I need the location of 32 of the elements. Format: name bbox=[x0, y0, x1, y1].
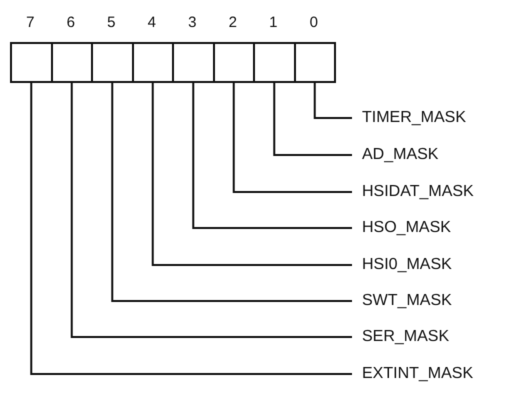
field-label: HSO_MASK bbox=[362, 218, 451, 238]
field-label: SWT_MASK bbox=[362, 291, 452, 311]
leader-line bbox=[111, 83, 352, 302]
bit-number: 3 bbox=[187, 14, 198, 32]
bit-cell bbox=[91, 42, 134, 83]
leader-line bbox=[30, 83, 352, 375]
bit-number: 1 bbox=[268, 14, 278, 32]
field-label: TIMER_MASK bbox=[362, 108, 466, 128]
bit-number: 2 bbox=[228, 14, 238, 32]
bit-cell bbox=[172, 42, 214, 83]
field-label: EXTINT_MASK bbox=[362, 364, 474, 384]
leader-line bbox=[70, 83, 352, 338]
field-label: AD_MASK bbox=[362, 145, 438, 165]
bit-number: 6 bbox=[66, 14, 76, 32]
field-label: HSIDAT_MASK bbox=[362, 182, 474, 202]
bit-number: 5 bbox=[106, 14, 116, 32]
bit-cell bbox=[10, 42, 52, 83]
field-label: HSI0_MASK bbox=[362, 255, 452, 275]
field-label: SER_MASK bbox=[362, 327, 450, 347]
bit-cell bbox=[132, 42, 174, 83]
leader-line bbox=[273, 83, 352, 156]
bit-number: 4 bbox=[146, 14, 157, 32]
bit-cell bbox=[212, 42, 255, 83]
leader-line bbox=[192, 83, 352, 229]
bit-cell bbox=[253, 42, 296, 83]
leader-line bbox=[232, 83, 352, 193]
bit-cell bbox=[294, 42, 336, 83]
bit-number: 0 bbox=[308, 14, 319, 32]
bit-cell bbox=[50, 42, 93, 83]
leader-line bbox=[152, 83, 352, 266]
leader-line bbox=[314, 83, 352, 119]
bit-number: 7 bbox=[25, 14, 36, 32]
